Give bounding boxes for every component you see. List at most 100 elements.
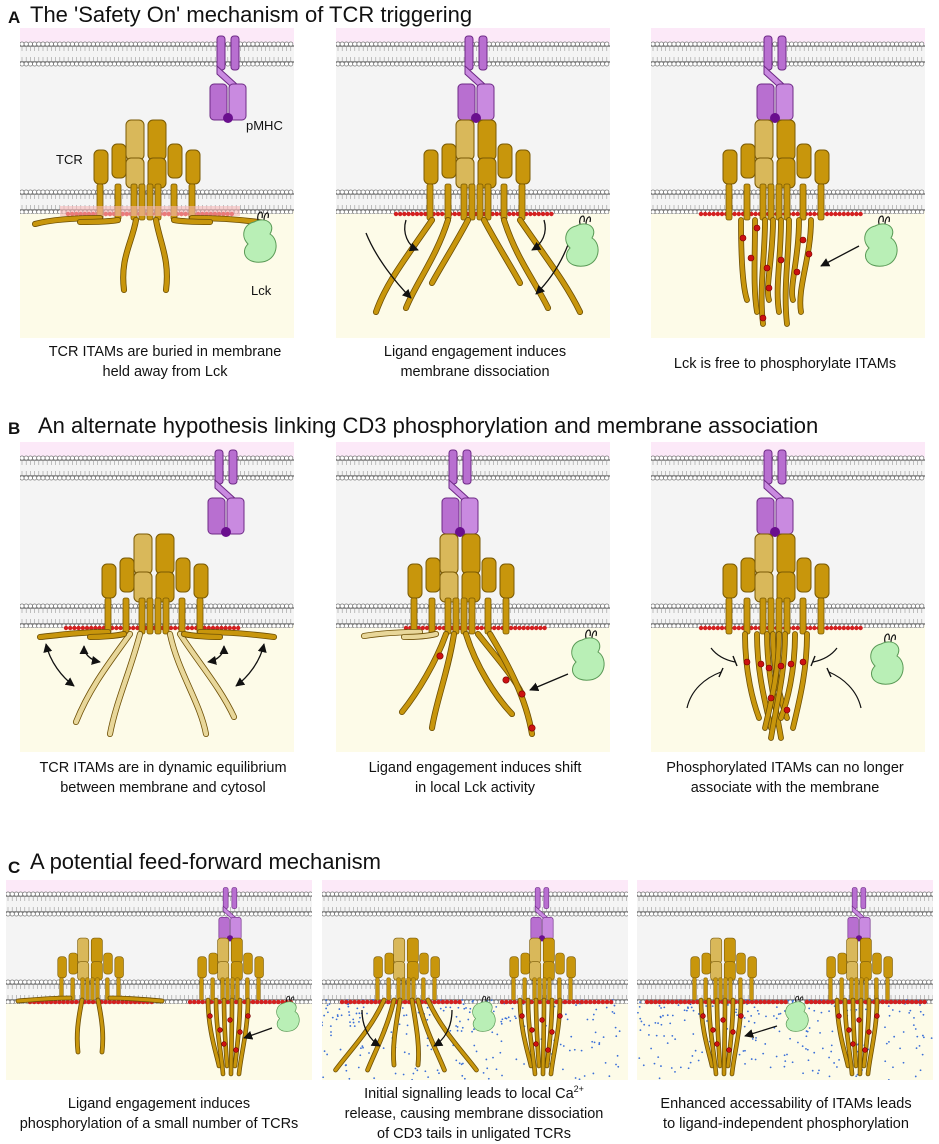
lipid-head bbox=[369, 209, 374, 215]
lipid-head bbox=[60, 891, 65, 897]
lipid-head bbox=[864, 455, 870, 461]
lipid-head bbox=[263, 61, 268, 67]
lipid-head bbox=[506, 911, 512, 917]
tm-helix bbox=[444, 183, 452, 221]
lipid-head bbox=[13, 891, 19, 897]
lipid-head bbox=[93, 891, 99, 897]
lipid-head bbox=[57, 61, 63, 67]
lipid-head bbox=[127, 891, 133, 897]
lipid-head bbox=[595, 189, 601, 195]
lipid-head bbox=[814, 61, 820, 67]
lipid-head bbox=[57, 623, 63, 629]
lipid-head bbox=[755, 61, 761, 67]
lipid-head bbox=[325, 979, 331, 985]
lipid-head bbox=[810, 61, 815, 67]
cd3-domain bbox=[481, 557, 497, 593]
lipid-head bbox=[360, 61, 366, 67]
phospho-dot bbox=[757, 660, 765, 668]
repulsion-bar bbox=[810, 655, 816, 667]
lipid-head bbox=[267, 623, 273, 629]
lipid-head bbox=[826, 455, 832, 461]
acidic-lipid bbox=[494, 211, 499, 217]
lipid-head bbox=[72, 891, 78, 897]
phospho-dot bbox=[207, 1013, 213, 1019]
lipid-head bbox=[44, 623, 50, 629]
lipid-head bbox=[415, 41, 421, 47]
lipid-head bbox=[394, 61, 400, 67]
lipid-head bbox=[343, 61, 349, 67]
lipid-head bbox=[204, 475, 210, 481]
lipid-head bbox=[177, 911, 183, 917]
lipid-head bbox=[170, 41, 176, 47]
lipid-head bbox=[453, 61, 458, 67]
itam-tail bbox=[759, 217, 768, 327]
lipid-head bbox=[27, 623, 33, 629]
lipid-head bbox=[868, 455, 874, 461]
acidic-lipid bbox=[732, 625, 737, 631]
lipid-head bbox=[181, 979, 187, 985]
lipid-head bbox=[553, 475, 559, 481]
itam-tail bbox=[752, 217, 760, 315]
lipid-head bbox=[541, 189, 547, 195]
lipid-head bbox=[439, 979, 444, 985]
lipid-head bbox=[667, 603, 673, 609]
dissociation-arrow bbox=[365, 232, 412, 299]
phospho-dot bbox=[245, 1013, 251, 1019]
lipid-head bbox=[583, 61, 589, 67]
lipid-head bbox=[738, 41, 744, 47]
lipid-head bbox=[112, 61, 117, 67]
cd3-tail bbox=[399, 631, 449, 715]
lipid-head bbox=[6, 891, 11, 897]
lipid-head bbox=[726, 61, 731, 67]
lck-anchor bbox=[890, 634, 896, 643]
cytosol-fill bbox=[6, 1004, 312, 1080]
lipid-head bbox=[162, 475, 168, 481]
lipid-head bbox=[486, 41, 492, 47]
tm-helix bbox=[502, 597, 510, 635]
acidic-lipid bbox=[529, 625, 535, 631]
phospho-dot bbox=[227, 1017, 233, 1023]
zeta-tail bbox=[75, 998, 84, 1054]
lipid-head bbox=[624, 911, 628, 917]
lipid-head bbox=[377, 189, 383, 195]
lipid-head bbox=[367, 911, 373, 917]
acidic-lipid bbox=[833, 625, 838, 631]
lipid-head bbox=[308, 891, 312, 897]
lipid-head bbox=[541, 61, 547, 67]
lipid-head bbox=[679, 475, 685, 481]
lipid-head bbox=[881, 61, 887, 67]
lipid-head bbox=[355, 911, 360, 917]
acidic-lipid bbox=[63, 625, 69, 631]
lipid-head bbox=[360, 209, 366, 215]
lipid-head bbox=[860, 41, 866, 47]
lipid-head bbox=[671, 623, 677, 629]
cd3-tail bbox=[108, 996, 164, 1003]
lipid-head bbox=[906, 209, 912, 215]
tm-helix bbox=[500, 183, 508, 221]
lipid-head bbox=[894, 475, 899, 481]
phospho-dot bbox=[502, 676, 510, 684]
lipid-head bbox=[499, 61, 505, 67]
pmhc-stalk-right bbox=[478, 35, 488, 71]
cd3-domain bbox=[722, 149, 738, 185]
acidic-lipid bbox=[116, 999, 121, 1005]
lipid-head bbox=[61, 455, 67, 461]
lipid-head bbox=[186, 979, 191, 985]
lipid-head bbox=[267, 455, 273, 461]
lipid-head bbox=[679, 603, 685, 609]
lipid-head bbox=[847, 475, 853, 481]
lipid-head bbox=[709, 41, 715, 47]
repulsion-bar bbox=[718, 667, 724, 678]
lipid-head bbox=[32, 623, 37, 629]
lipid-head bbox=[663, 61, 668, 67]
lipid-head bbox=[503, 61, 509, 67]
lipid-head bbox=[68, 891, 74, 897]
lipid-head bbox=[558, 61, 563, 67]
phospho-dot bbox=[787, 660, 795, 668]
acidic-lipid bbox=[196, 999, 201, 1005]
lipid-head bbox=[701, 189, 706, 195]
lipid-head bbox=[195, 61, 201, 67]
tcr-alpha-c bbox=[125, 157, 145, 189]
pmhc-domain-left bbox=[209, 83, 228, 121]
lipid-head bbox=[124, 189, 130, 195]
